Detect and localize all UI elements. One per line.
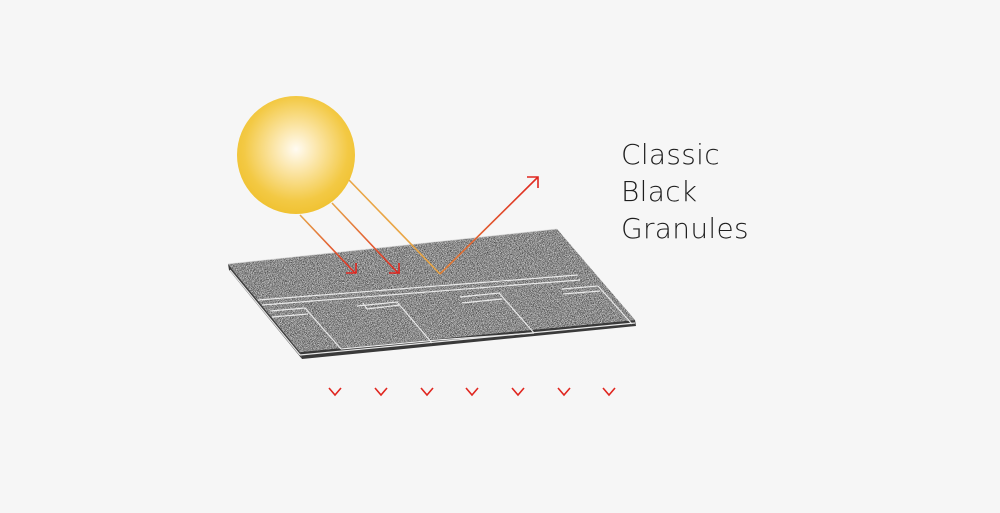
- title-line-3: Granules: [621, 212, 749, 245]
- sun-icon: [237, 96, 355, 214]
- product-title: Classic Black Granules: [621, 136, 749, 247]
- title-line-2: Black: [621, 175, 698, 208]
- shingle: [227, 228, 636, 359]
- reflected-ray: [439, 176, 539, 275]
- heat-arrowheads: [328, 387, 616, 397]
- incoming-rays: [299, 179, 441, 275]
- title-line-1: Classic: [621, 138, 720, 171]
